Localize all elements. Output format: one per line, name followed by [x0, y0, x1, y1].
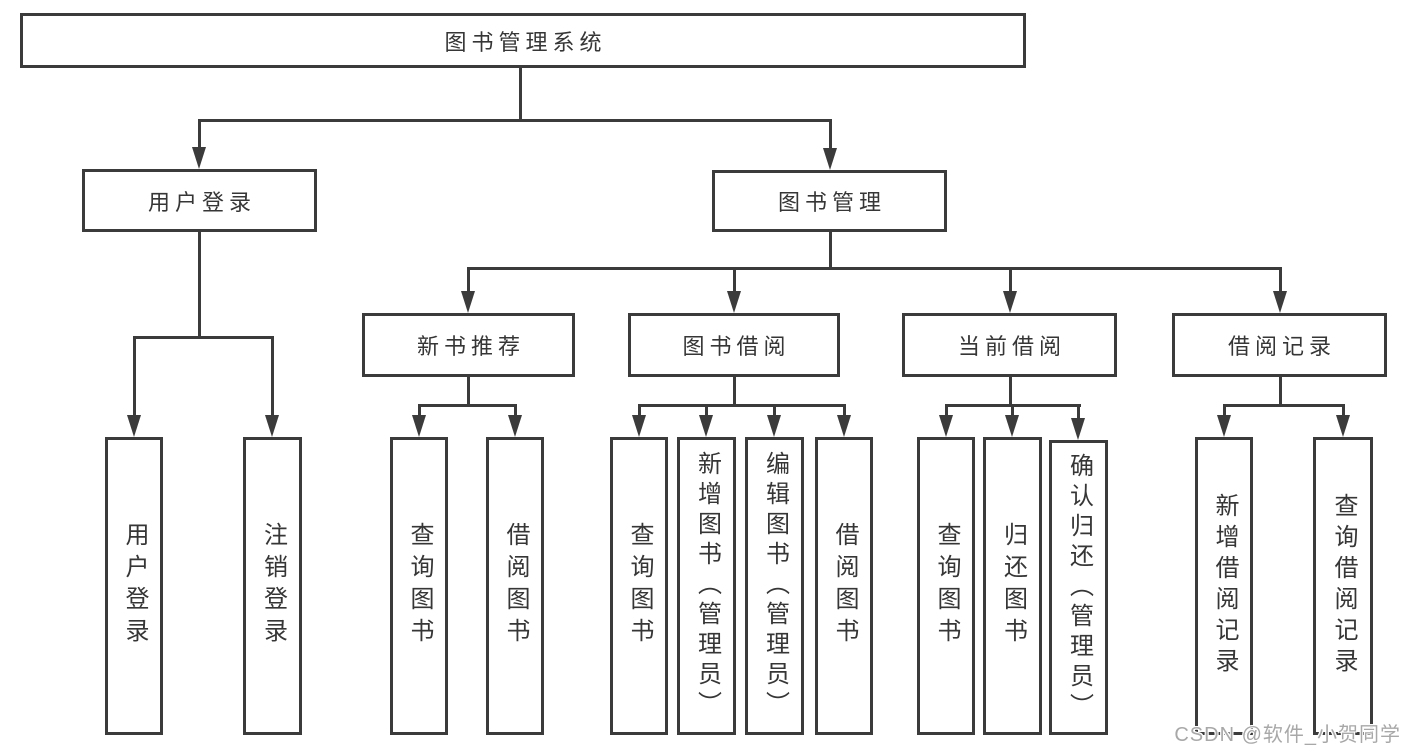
arrow-stem	[1076, 404, 1080, 424]
leaf-label: 借阅图书	[831, 522, 858, 650]
arrow-stem	[1222, 404, 1226, 421]
leaf-label: 查询图书	[933, 522, 960, 650]
edge-manage-trunk	[828, 232, 832, 269]
node-borrow-records: 借阅记录	[1172, 313, 1387, 377]
edge-new-books-trunk	[466, 377, 470, 406]
leaf-logout: 注销登录	[243, 437, 302, 735]
arrow-to-user-login	[192, 119, 206, 169]
node-book-borrow: 图书借阅	[628, 313, 840, 377]
node-new-books: 新书推荐	[362, 313, 575, 377]
arrow-to-borrow-records	[1273, 267, 1287, 313]
arrow-stem	[732, 267, 736, 297]
edge-current-borrow-trunk	[1008, 377, 1012, 406]
leaf-label: 新增借阅记录	[1211, 493, 1238, 679]
leaf-query-book-1: 查询图书	[390, 437, 448, 735]
arrow-stem	[772, 404, 776, 421]
arrow-to-query-record	[1336, 404, 1350, 437]
arrow-stem	[417, 404, 421, 421]
arrow-to-login-leaf	[127, 336, 141, 437]
arrow-to-edit-book	[767, 404, 781, 437]
leaf-edit-book-admin: 编辑图书（管理员）	[745, 437, 804, 735]
node-book-manage: 图书管理	[712, 170, 947, 232]
edge-new-books-split	[417, 404, 517, 407]
node-current-borrow: 当前借阅	[902, 313, 1117, 377]
arrow-stem	[513, 404, 517, 421]
leaf-label: 借阅图书	[502, 522, 529, 650]
arrow-stem	[842, 404, 846, 421]
leaf-borrow-book-2: 借阅图书	[815, 437, 873, 735]
watermark: CSDN @软件_小贺同学	[1174, 724, 1401, 746]
leaf-user-login: 用户登录	[105, 437, 163, 735]
edge-login-trunk	[197, 232, 201, 338]
arrow-to-add-record	[1217, 404, 1231, 437]
node-user-login: 用户登录	[82, 169, 317, 232]
leaf-label: 编辑图书（管理员）	[761, 451, 789, 721]
arrow-stem	[132, 336, 136, 421]
leaf-label: 查询图书	[406, 522, 433, 650]
arrow-stem	[637, 404, 641, 421]
arrow-stem	[828, 119, 832, 154]
node-root: 图书管理系统	[20, 13, 1026, 68]
edge-login-split	[132, 336, 274, 339]
arrow-to-query-book-2	[632, 404, 646, 437]
arrow-to-return-book	[1005, 404, 1019, 437]
arrow-to-borrow-book-2	[837, 404, 851, 437]
arrow-to-confirm-return	[1071, 404, 1085, 440]
leaf-confirm-return-admin: 确认归还（管理员）	[1049, 440, 1108, 735]
arrow-to-book-manage	[823, 119, 837, 170]
leaf-query-book-3: 查询图书	[917, 437, 975, 735]
leaf-label: 用户登录	[121, 522, 148, 650]
leaf-return-book: 归还图书	[983, 437, 1042, 735]
arrow-to-query-book-1	[412, 404, 426, 437]
arrow-stem	[1278, 267, 1282, 297]
leaf-query-book-2: 查询图书	[610, 437, 668, 735]
leaf-label: 查询图书	[626, 522, 653, 650]
arrow-to-logout-leaf	[265, 336, 279, 437]
arrow-to-new-books	[461, 267, 475, 313]
leaf-borrow-book-1: 借阅图书	[486, 437, 544, 735]
edge-manage-split	[466, 267, 1282, 270]
arrow-stem	[1010, 404, 1014, 421]
leaf-add-book-admin: 新增图书（管理员）	[677, 437, 736, 735]
arrow-to-current-borrow	[1003, 267, 1017, 313]
leaf-label: 确认归还（管理员）	[1065, 452, 1093, 723]
edge-book-borrow-split	[637, 404, 846, 407]
arrow-to-book-borrow	[727, 267, 741, 313]
arrow-stem	[466, 267, 470, 297]
leaf-add-borrow-record: 新增借阅记录	[1195, 437, 1253, 735]
arrow-to-query-book-3	[939, 404, 953, 437]
leaf-label: 归还图书	[999, 522, 1027, 650]
edge-borrow-records-trunk	[1278, 377, 1282, 406]
leaf-label: 注销登录	[259, 522, 287, 650]
edge-book-borrow-trunk	[732, 377, 736, 406]
leaf-label: 新增图书（管理员）	[693, 451, 721, 721]
arrow-stem	[1341, 404, 1345, 421]
arrow-stem	[704, 404, 708, 421]
edge-borrow-records-split	[1222, 404, 1345, 407]
arrow-stem	[270, 336, 274, 421]
edge-root-split	[197, 119, 832, 122]
arrow-stem	[197, 119, 201, 153]
arrow-to-borrow-book-1	[508, 404, 522, 437]
leaf-label: 查询借阅记录	[1330, 493, 1357, 679]
edge-root-trunk	[518, 68, 522, 122]
arrow-stem	[1008, 267, 1012, 297]
arrow-to-add-book	[699, 404, 713, 437]
leaf-query-borrow-record: 查询借阅记录	[1313, 437, 1373, 735]
arrow-stem	[944, 404, 948, 421]
